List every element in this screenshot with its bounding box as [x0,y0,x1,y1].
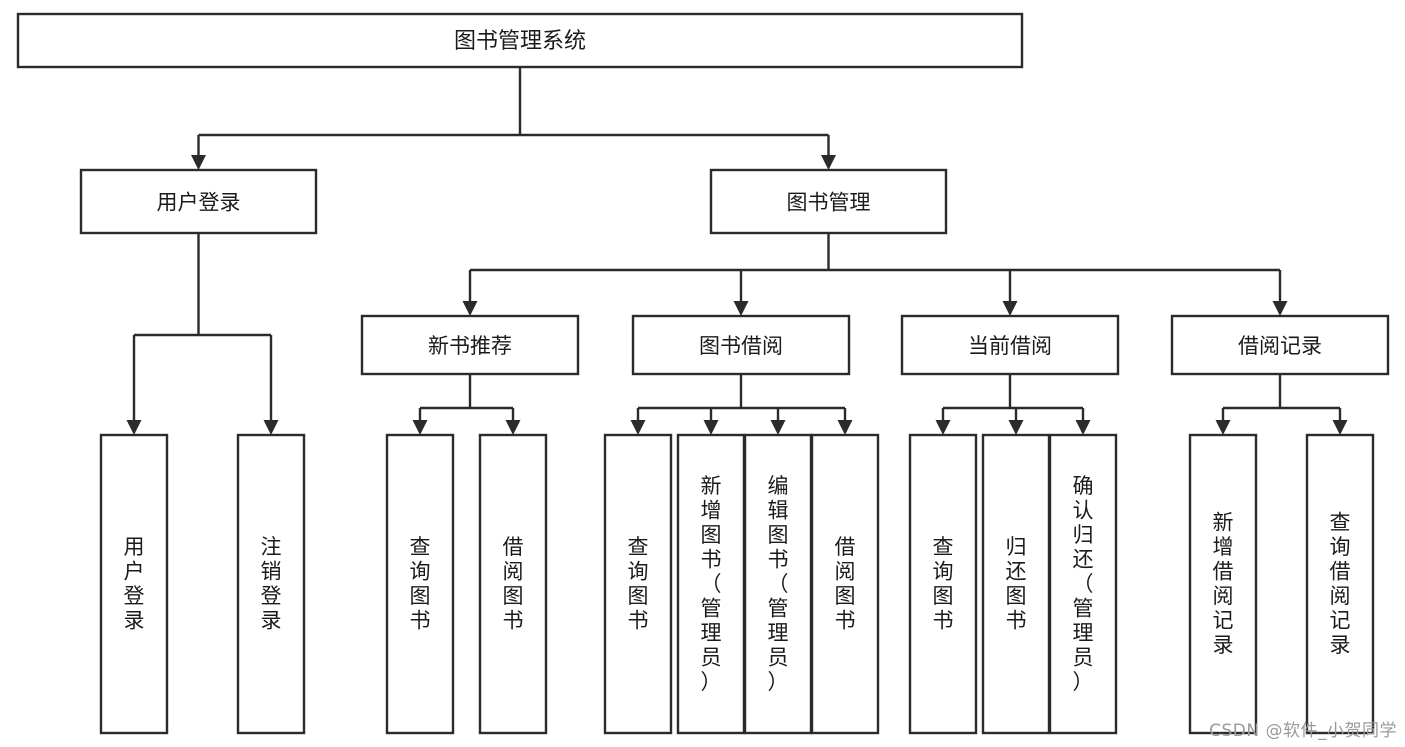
arrow-new-book-recommend-to-leaf-query-book-1 [412,420,428,435]
node-book-manage[interactable]: 图书管理 [709,168,948,235]
node-label-root: 图书管理系统 [454,29,586,54]
arrow-bm-to-borrow-record [1272,301,1288,316]
node-label-leaf-edit-book: 编辑图书（管理员） [768,474,789,694]
arrow-user-login-to-leaf-user-login [126,420,142,435]
node-current-borrow[interactable]: 当前借阅 [900,314,1120,376]
node-leaf-borrow-book-1[interactable]: 借阅图书 [478,433,548,735]
node-box-leaf-add-record [1188,433,1258,735]
node-leaf-borrow-book-2[interactable]: 借阅图书 [810,433,880,735]
node-box-leaf-edit-book [743,433,813,735]
node-layer: 图书管理系统用户登录图书管理新书推荐图书借阅当前借阅借阅记录用户登录注销登录查询… [16,12,1390,735]
node-label-user-login: 用户登录 [157,191,241,215]
node-label-leaf-return-book: 归还图书 [1006,535,1027,633]
node-box-borrow-record [1170,314,1390,376]
node-leaf-query-book-1[interactable]: 查询图书 [385,433,455,735]
arrow-borrow-record-to-leaf-add-record [1215,420,1231,435]
arrow-user-login-to-leaf-user-logout [263,420,279,435]
arrow-new-book-recommend-to-leaf-borrow-book-1 [505,420,521,435]
arrow-bm-to-new-book-recommend [462,301,478,316]
node-new-book-recommend[interactable]: 新书推荐 [360,314,580,376]
arrow-current-borrow-to-leaf-return-book [1008,420,1024,435]
arrow-current-borrow-to-leaf-confirm-return [1075,420,1091,435]
node-box-leaf-query-book-1 [385,433,455,735]
node-box-leaf-user-logout [236,433,306,735]
node-label-leaf-user-logout: 注销登录 [261,535,282,633]
csdn-watermark: CSDN @软件_小贺同学 [1209,721,1397,741]
node-leaf-add-record[interactable]: 新增借阅记录 [1188,433,1258,735]
node-label-leaf-add-record: 新增借阅记录 [1213,511,1234,658]
node-label-current-borrow: 当前借阅 [968,334,1052,358]
node-label-leaf-query-book-1: 查询图书 [410,535,431,633]
node-label-leaf-confirm-return: 确认归还（管理员） [1073,474,1094,694]
node-box-book-manage [709,168,948,235]
node-box-leaf-return-book [981,433,1051,735]
node-label-book-manage: 图书管理 [787,191,871,215]
node-box-current-borrow [900,314,1120,376]
arrow-borrow-record-to-leaf-query-record [1332,420,1348,435]
node-box-leaf-confirm-return [1048,433,1118,735]
node-book-borrow[interactable]: 图书借阅 [631,314,851,376]
arrow-book-borrow-to-leaf-edit-book [770,420,786,435]
node-label-new-book-recommend: 新书推荐 [428,334,512,358]
node-box-leaf-query-book-3 [908,433,978,735]
node-leaf-confirm-return[interactable]: 确认归还（管理员） [1048,433,1118,735]
node-box-leaf-query-record [1305,433,1375,735]
node-label-leaf-query-record: 查询借阅记录 [1330,511,1351,658]
node-leaf-query-record[interactable]: 查询借阅记录 [1305,433,1375,735]
node-box-leaf-borrow-book-2 [810,433,880,735]
node-box-new-book-recommend [360,314,580,376]
arrow-book-borrow-to-leaf-query-book-2 [630,420,646,435]
arrow-book-borrow-to-leaf-borrow-book-2 [837,420,853,435]
arrow-bm-to-current-borrow [1002,301,1018,316]
node-label-leaf-query-book-3: 查询图书 [933,535,954,633]
node-leaf-edit-book[interactable]: 编辑图书（管理员） [743,433,813,735]
node-box-leaf-query-book-2 [603,433,673,735]
arrow-current-borrow-to-leaf-query-book-3 [935,420,951,435]
node-leaf-query-book-3[interactable]: 查询图书 [908,433,978,735]
node-label-book-borrow: 图书借阅 [699,334,783,358]
node-leaf-add-book[interactable]: 新增图书（管理员） [676,433,746,735]
node-label-leaf-query-book-2: 查询图书 [628,535,649,633]
node-box-user-login [79,168,318,235]
node-leaf-user-logout[interactable]: 注销登录 [236,433,306,735]
arrow-book-borrow-to-leaf-add-book [703,420,719,435]
node-box-book-borrow [631,314,851,376]
node-label-borrow-record: 借阅记录 [1238,334,1322,358]
arrow-root-to-user-login [191,155,206,170]
arrow-root-to-book-manage [821,155,836,170]
node-borrow-record[interactable]: 借阅记录 [1170,314,1390,376]
node-user-login[interactable]: 用户登录 [79,168,318,235]
node-label-leaf-add-book: 新增图书（管理员） [701,474,722,694]
node-leaf-return-book[interactable]: 归还图书 [981,433,1051,735]
node-label-leaf-borrow-book-1: 借阅图书 [503,535,524,633]
node-label-leaf-borrow-book-2: 借阅图书 [835,535,856,633]
node-box-leaf-user-login [99,433,169,735]
node-box-leaf-add-book [676,433,746,735]
connector-layer [126,67,1348,435]
arrow-bm-to-book-borrow [733,301,749,316]
node-label-leaf-user-login: 用户登录 [124,535,145,633]
node-box-leaf-borrow-book-1 [478,433,548,735]
node-root[interactable]: 图书管理系统 [16,12,1024,69]
node-leaf-user-login[interactable]: 用户登录 [99,433,169,735]
node-leaf-query-book-2[interactable]: 查询图书 [603,433,673,735]
node-box-root [16,12,1024,69]
